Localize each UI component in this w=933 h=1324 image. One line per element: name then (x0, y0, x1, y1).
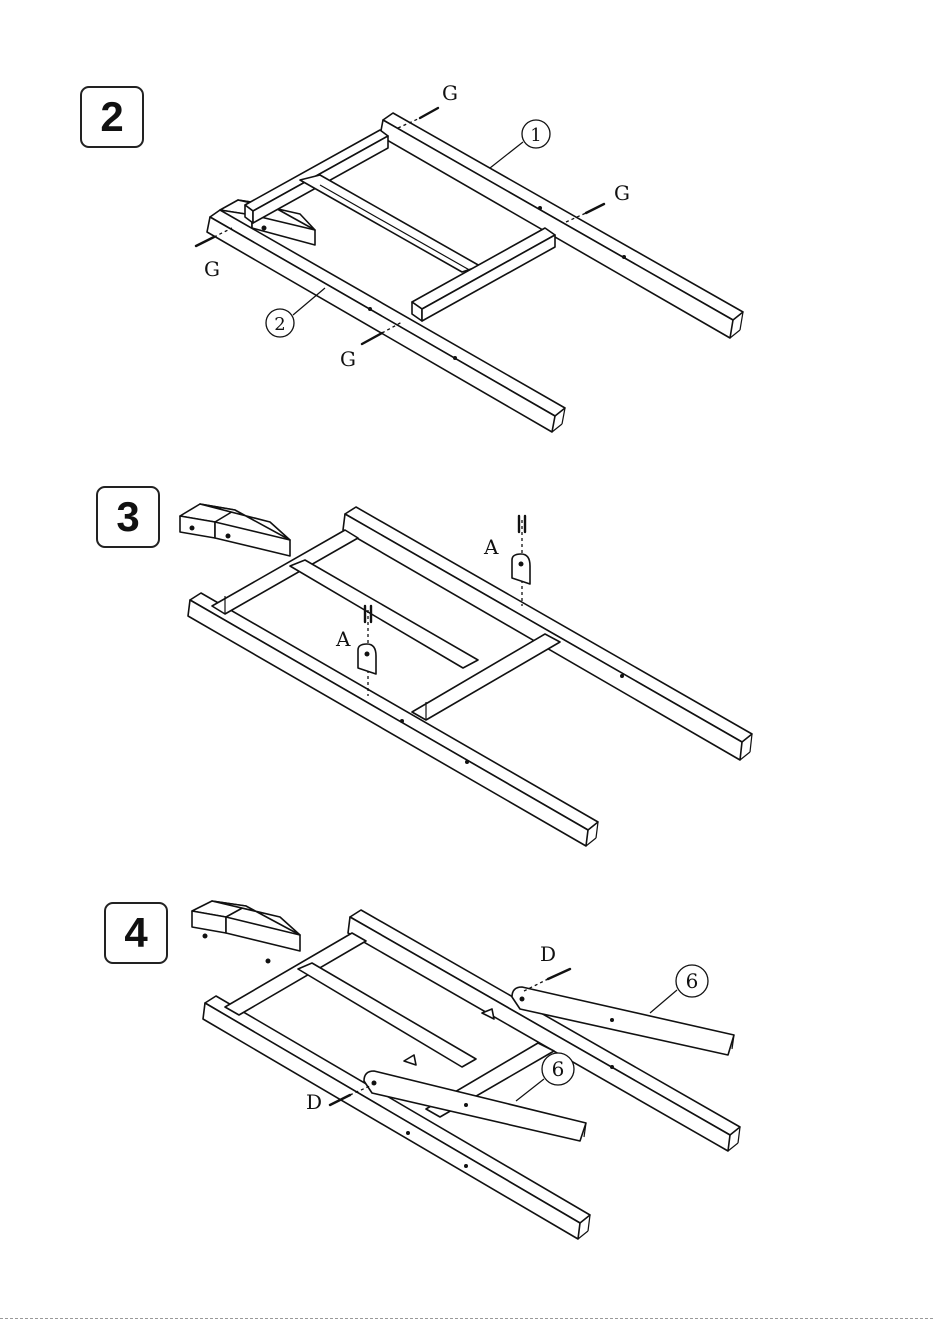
fastener-label-a: A (483, 535, 499, 559)
fastener-label-a: A (335, 627, 351, 651)
headrest-bracket (180, 504, 290, 556)
step-2-diagram: G G G G 1 2 (0, 80, 933, 440)
headrest-bracket (192, 901, 300, 964)
part-callout-6: 6 (650, 965, 708, 1013)
page-bottom-rule (0, 1318, 933, 1319)
screw-g-2 (566, 204, 604, 222)
svg-text:2: 2 (274, 314, 285, 335)
screw-g-1 (398, 108, 438, 128)
step-4-diagram: D D 6 6 (0, 895, 933, 1255)
part-callout-2: 2 (266, 288, 325, 337)
fastener-label-g: G (340, 347, 356, 371)
bracket-a-front (358, 606, 376, 696)
fastener-label-d: D (306, 1090, 322, 1114)
svg-text:6: 6 (686, 969, 699, 993)
fastener-label-g: G (442, 81, 458, 105)
bracket-a-back (512, 516, 530, 606)
svg-text:1: 1 (530, 125, 541, 146)
part-callout-1: 1 (490, 120, 550, 168)
step-3-diagram: A A (0, 480, 933, 860)
svg-text:6: 6 (552, 1057, 565, 1081)
middle-slat (300, 175, 480, 276)
fastener-label-g: G (204, 257, 220, 281)
fastener-label-g: G (614, 181, 630, 205)
fastener-label-d: D (540, 942, 556, 966)
side-rail-2 (207, 210, 565, 432)
